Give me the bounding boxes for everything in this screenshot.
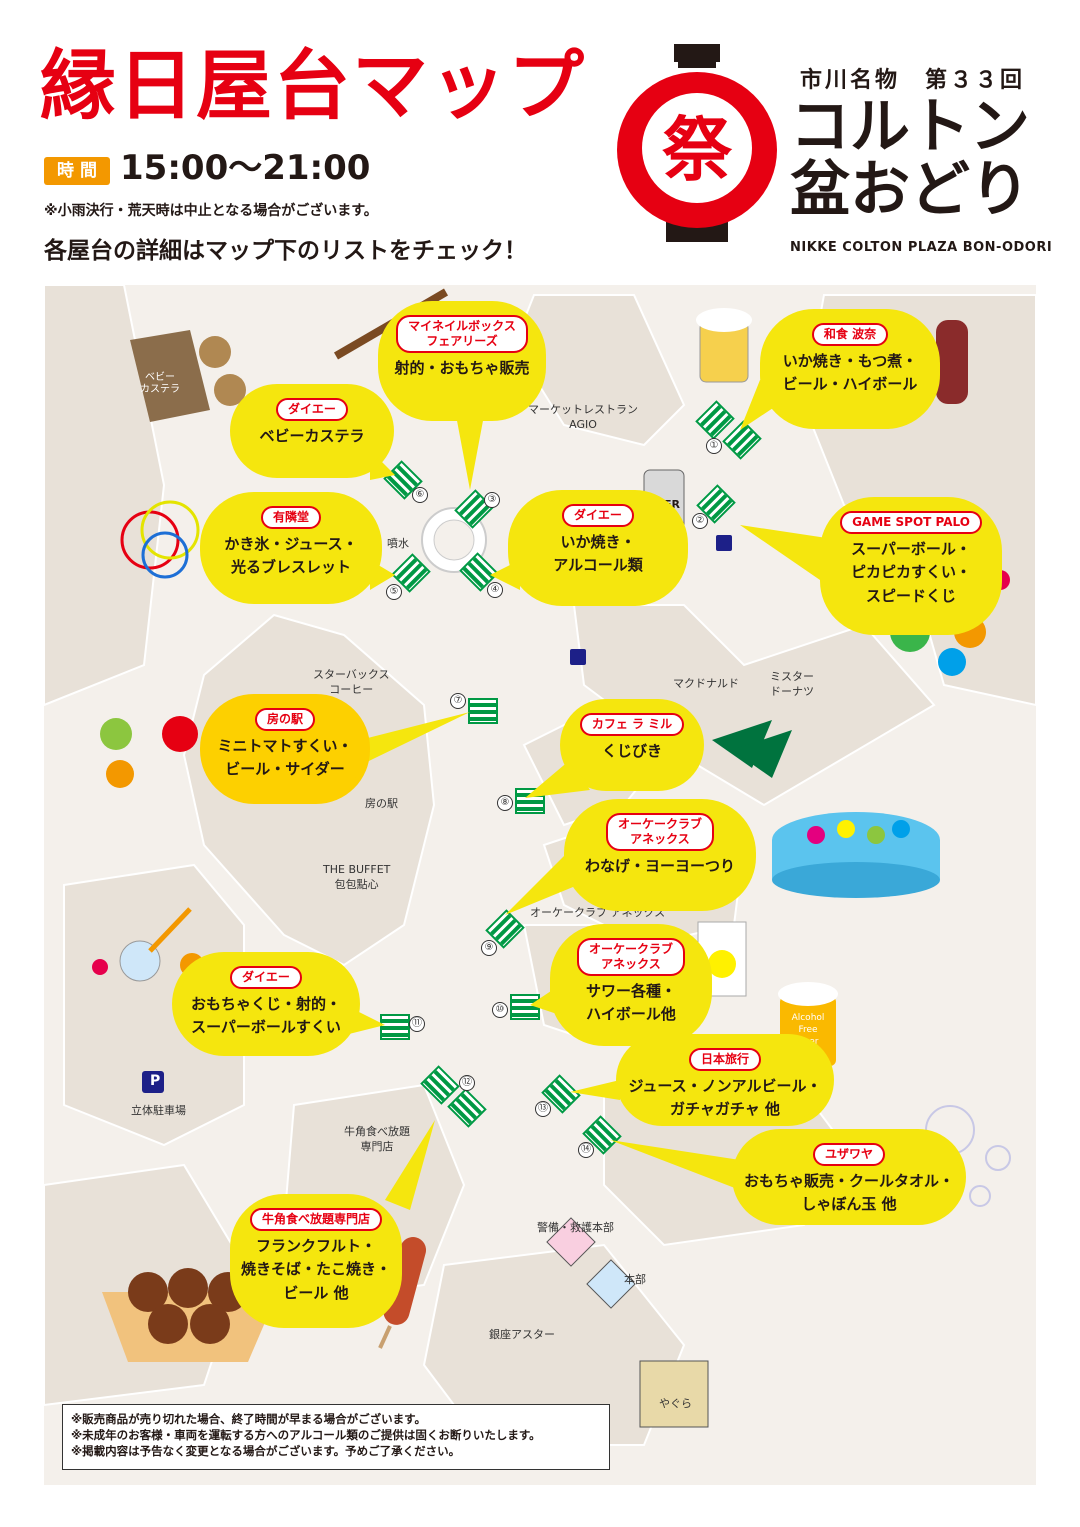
stall-number: ⑧ bbox=[497, 795, 513, 811]
tomato-icon bbox=[100, 716, 198, 788]
event-subtitle: 市川名物 第３３回 bbox=[800, 68, 1026, 93]
castella-bag-label: ベビーカステラ bbox=[140, 371, 180, 395]
rain-note: ※小雨決行・荒天時は中止となる場合がございます。 bbox=[44, 203, 378, 219]
time-value: 15:00〜21:00 bbox=[120, 148, 371, 188]
stall-bubble-14[interactable]: ユザワヤ おもちゃ販売・クールタオル・ しゃぼん玉 他 bbox=[738, 1135, 960, 1219]
label-mcdonalds: マクドナルド bbox=[673, 677, 739, 690]
label-starbucks: スターバックス コーヒー bbox=[313, 668, 390, 696]
stall-bubble-10[interactable]: オーケークラブ アネックス サワー各種・ ハイボール他 bbox=[556, 930, 706, 1040]
stall-number: ③ bbox=[484, 492, 500, 508]
stall-bubble-1[interactable]: 和食 波奈 いか焼き・もつ煮・ ビール・ハイボール bbox=[766, 315, 934, 423]
stall-number: ⑬ bbox=[535, 1101, 551, 1117]
stall-number: ⑪ bbox=[409, 1016, 425, 1032]
label-buffet: THE BUFFET 包包點心 bbox=[323, 863, 391, 891]
map-title: 縁日屋台マップ bbox=[40, 41, 586, 130]
parking-icon: P bbox=[150, 1073, 161, 1089]
event-name: コルトン 盆おどり bbox=[790, 92, 1030, 225]
label-honbu: 本部 bbox=[624, 1273, 646, 1286]
frankfurt-icon bbox=[378, 1237, 427, 1349]
label-okay-annex: オーケークラブ アネックス bbox=[530, 906, 666, 919]
time-tag: 時 間 bbox=[44, 157, 110, 185]
lantern-icon: 祭 bbox=[617, 44, 777, 242]
label-fountain: 噴水 bbox=[387, 537, 409, 550]
subtitle: 各屋台の詳細はマップ下のリストをチェック！ bbox=[44, 238, 527, 264]
decorations-topright bbox=[696, 308, 968, 404]
lantern-char: 祭 bbox=[662, 109, 733, 191]
label-gyukaku: 牛角食べ放題 専門店 bbox=[344, 1125, 410, 1153]
stall-bubble-3[interactable]: マイネイルボックス フェアリーズ 射的・おもちゃ販売 bbox=[384, 307, 540, 415]
stall-number: ⑥ bbox=[412, 487, 428, 503]
stall-bubble-7[interactable]: 房の駅 ミニトマトすくい・ ビール・サイダー bbox=[206, 700, 364, 798]
label-parking: 立体駐車場 bbox=[131, 1104, 186, 1117]
event-english-name: NIKKE COLTON PLAZA BON-ODORI bbox=[790, 240, 1053, 255]
sour-drink-icon bbox=[697, 921, 747, 997]
stall-number: ⑦ bbox=[450, 693, 466, 709]
stall-number: ① bbox=[706, 438, 722, 454]
stall-bubble-11[interactable]: ダイエー おもちゃくじ・射的・ スーパーボールすくい bbox=[178, 958, 354, 1050]
yoyo-pool-icon bbox=[772, 812, 940, 898]
stall-bubble-2[interactable]: GAME SPOT PALO スーパーボール・ ピカピカすくい・ スピードくじ bbox=[826, 503, 996, 629]
stall-number: ⑨ bbox=[481, 940, 497, 956]
stall-number: ② bbox=[692, 513, 708, 529]
stall-number: ⑫ bbox=[459, 1075, 475, 1091]
stall-number: ④ bbox=[487, 582, 503, 598]
label-misdo: ミスター ドーナツ bbox=[770, 670, 814, 698]
decorations-topleft: ベビーカステラ bbox=[120, 330, 246, 579]
stall-bubble-6[interactable]: ダイエー ベビーカステラ bbox=[236, 390, 388, 472]
stall-bubble-8[interactable]: カフェ ラ ミル くじびき bbox=[566, 705, 698, 785]
stall-marker-7[interactable] bbox=[468, 698, 498, 724]
kuji-flag-icon bbox=[712, 720, 792, 778]
label-yagura: やぐら bbox=[659, 1397, 692, 1410]
stall-bubble-5[interactable]: 有隣堂 かき氷・ジュース・ 光るブレスレット bbox=[206, 498, 376, 598]
label-security: 警備・救護本部 bbox=[537, 1221, 614, 1234]
label-agio: マーケットレストラン AGIO bbox=[528, 403, 638, 431]
label-fusa-no-eki: 房の駅 bbox=[365, 797, 398, 810]
label-asuta: 銀座アスター bbox=[489, 1328, 555, 1341]
stall-bubble-4[interactable]: ダイエー いか焼き・ アルコール類 bbox=[514, 496, 682, 600]
stall-number: ⑩ bbox=[492, 1002, 508, 1018]
stall-number: ⑭ bbox=[578, 1142, 594, 1158]
footer-notes: ※販売商品が売り切れた場合、終了時間が早まる場合がございます。 ※未成年のお客様… bbox=[62, 1404, 610, 1470]
stall-bubble-12[interactable]: 牛角食べ放題専門店 フランクフルト・ 焼きそば・たこ焼き・ ビール 他 bbox=[236, 1200, 396, 1322]
stall-number: ⑤ bbox=[386, 584, 402, 600]
takoyaki-icon bbox=[102, 1268, 278, 1362]
stall-bubble-9[interactable]: オーケークラブ アネックス わなげ・ヨーヨーつり bbox=[570, 805, 750, 905]
stall-bubble-13[interactable]: 日本旅行 ジュース・ノンアルビール・ ガチャガチャ 他 bbox=[622, 1040, 828, 1120]
